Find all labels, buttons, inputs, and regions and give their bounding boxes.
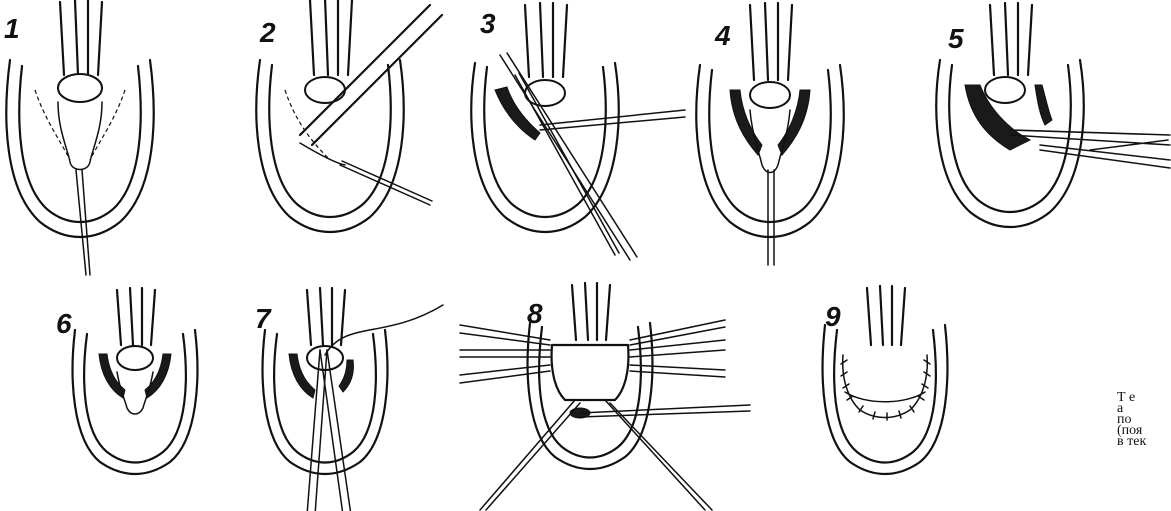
step-number-5: 5: [948, 23, 964, 54]
step-number-7: 7: [255, 303, 272, 334]
figure-caption: Т е а по (поя в тек: [1117, 392, 1171, 447]
panel-step-5: [936, 3, 1170, 227]
step-number-2: 2: [259, 17, 276, 48]
panel-step-9: [823, 286, 948, 474]
step-number-4: 4: [714, 20, 731, 51]
step-number-1: 1: [4, 13, 20, 44]
step-number-9: 9: [825, 301, 841, 332]
panel-step-1: [6, 0, 153, 275]
caption-line: Т е: [1117, 392, 1171, 403]
step-number-3: 3: [480, 8, 496, 39]
step-number-6: 6: [56, 308, 72, 339]
panel-step-3: [471, 3, 685, 260]
caption-line: в тек: [1117, 436, 1171, 447]
panel-step-2: [256, 0, 442, 232]
panel-step-8: [460, 283, 750, 510]
panel-step-7: [263, 288, 443, 511]
panel-step-6: [73, 288, 198, 474]
step-number-8: 8: [527, 298, 543, 329]
